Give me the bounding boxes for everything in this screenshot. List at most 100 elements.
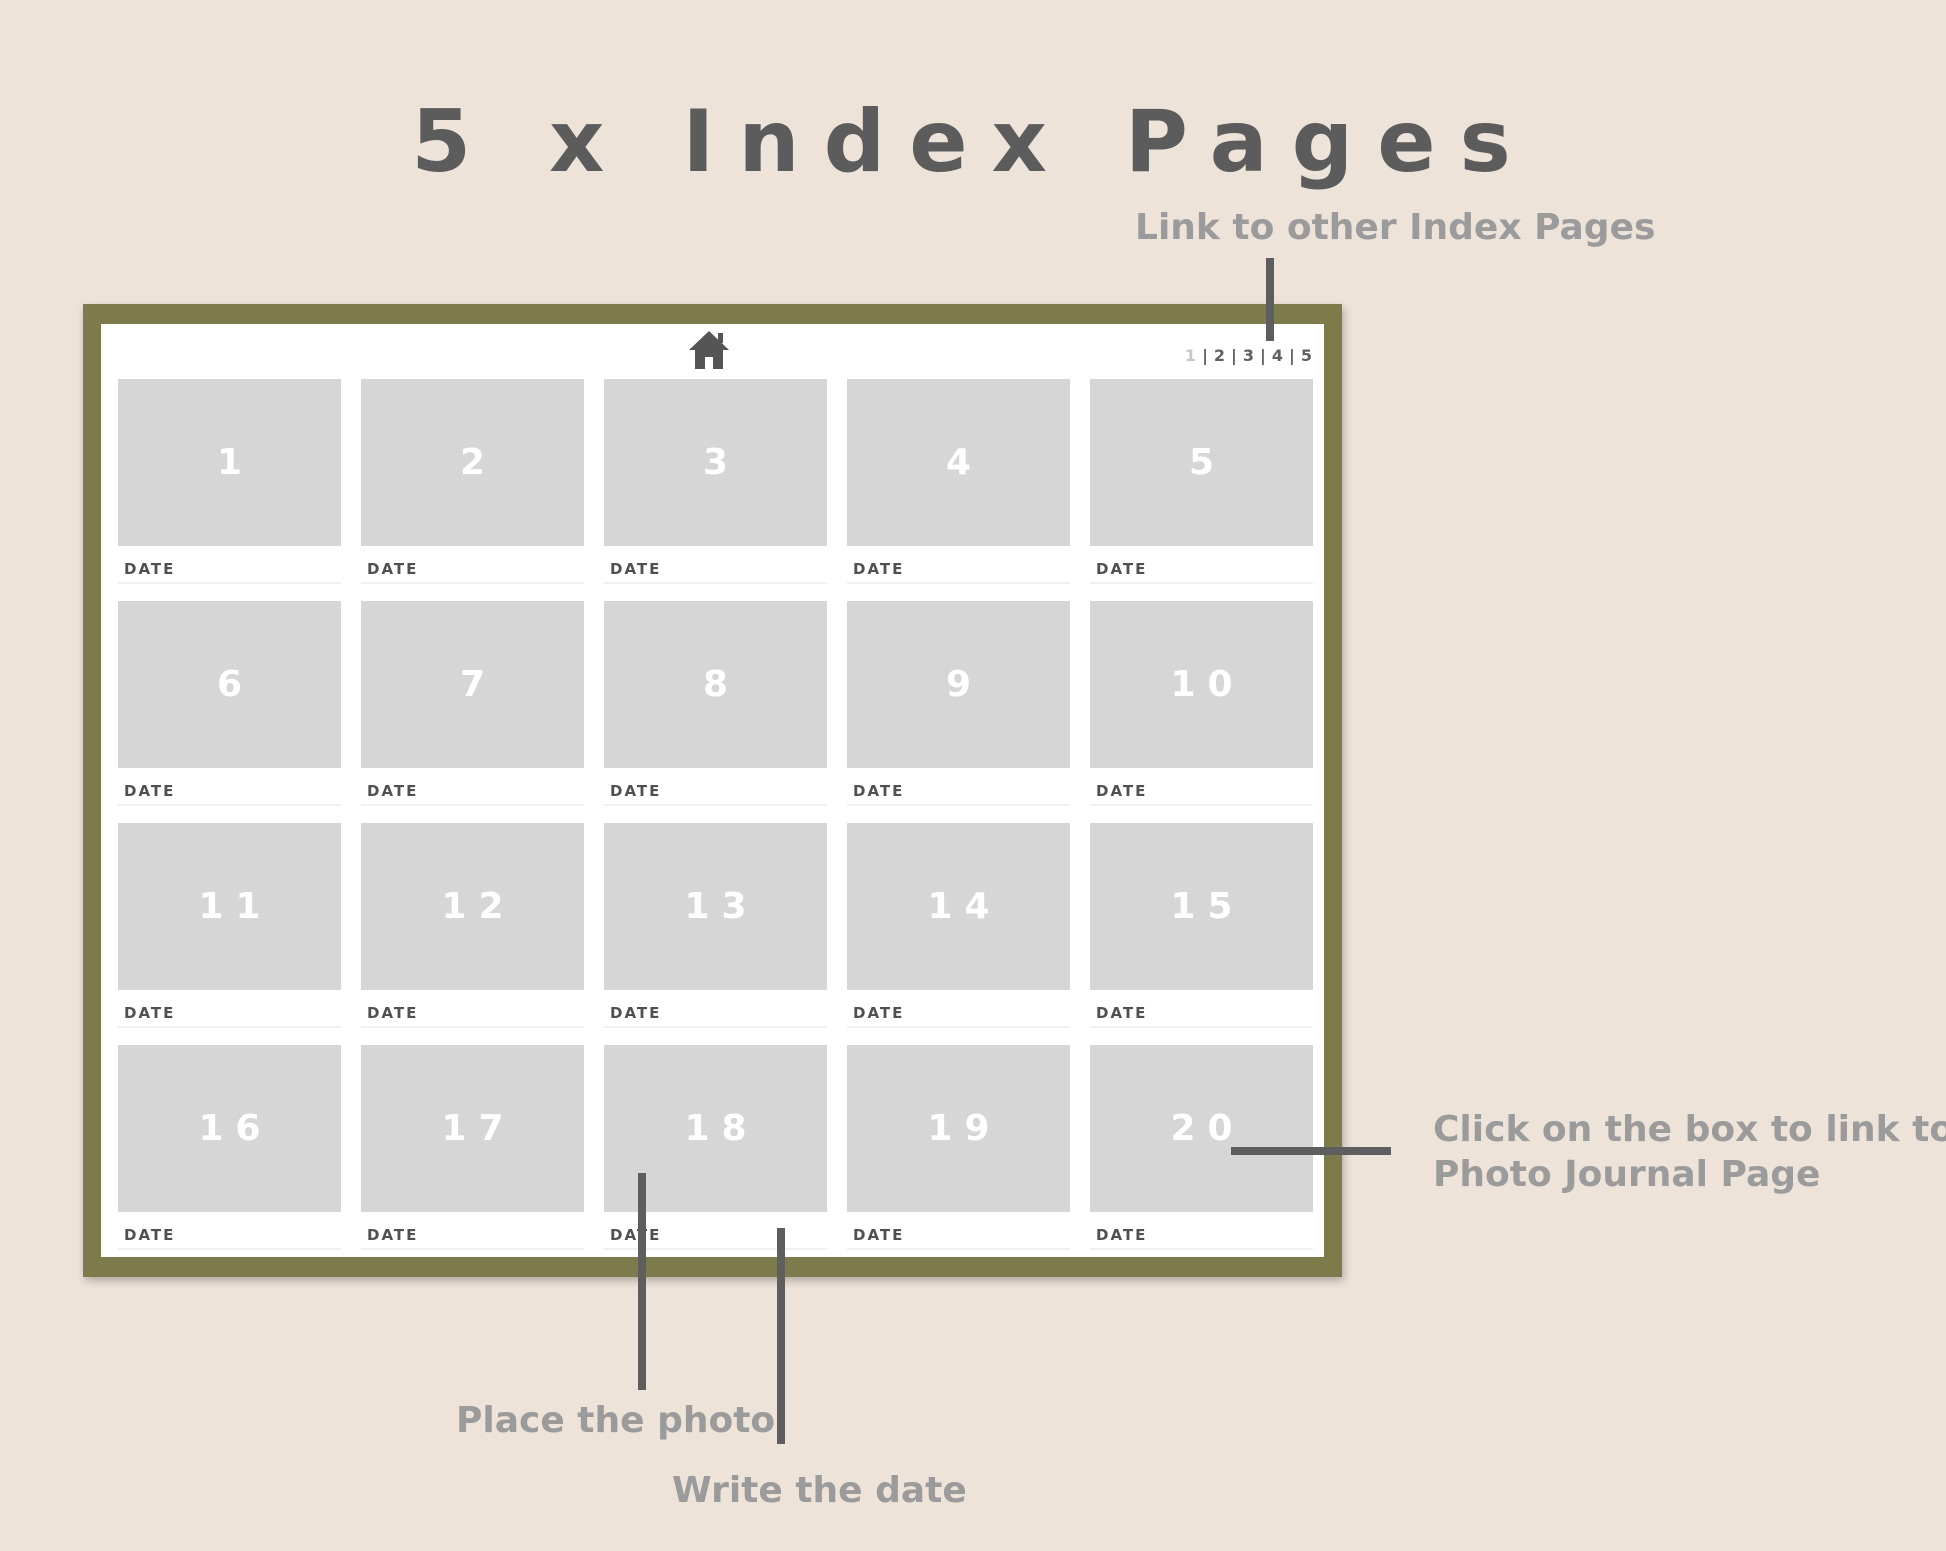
date-underline [847, 1248, 1070, 1250]
photo-box-17[interactable]: 17 [361, 1045, 584, 1212]
photo-number: 13 [684, 886, 759, 927]
date-label[interactable]: DATE [610, 560, 662, 578]
date-label[interactable]: DATE [124, 1004, 176, 1022]
callout-place-photo-line [638, 1173, 646, 1390]
photo-box-12[interactable]: 12 [361, 823, 584, 990]
date-label[interactable]: DATE [367, 1226, 419, 1244]
date-underline [604, 1026, 827, 1028]
callout-click-box-line2: Photo Journal Page [1433, 1154, 1821, 1195]
date-label[interactable]: DATE [853, 560, 905, 578]
date-label[interactable]: DATE [367, 560, 419, 578]
pager-separator: | [1202, 346, 1208, 365]
photo-box-14[interactable]: 14 [847, 823, 1070, 990]
home-icon[interactable] [687, 329, 731, 371]
photo-box-10[interactable]: 10 [1090, 601, 1313, 768]
index-page-link-4[interactable]: 4 [1271, 346, 1284, 365]
date-underline [847, 804, 1070, 806]
page-title: 5 x Index Pages [411, 92, 1535, 192]
photo-box-2[interactable]: 2 [361, 379, 584, 546]
date-underline [1090, 582, 1313, 584]
photo-number: 9 [945, 664, 984, 705]
callout-click-box-line1: Click on the box to link to [1433, 1109, 1946, 1150]
date-label[interactable]: DATE [610, 1226, 662, 1244]
date-underline [361, 1026, 584, 1028]
date-label[interactable]: DATE [367, 782, 419, 800]
date-underline [1090, 1248, 1313, 1250]
date-label[interactable]: DATE [1096, 782, 1148, 800]
photo-number: 17 [441, 1108, 516, 1149]
photo-number: 10 [1170, 664, 1245, 705]
photo-box-4[interactable]: 4 [847, 379, 1070, 546]
date-underline [118, 1248, 341, 1250]
index-page-link-1[interactable]: 1 [1184, 346, 1197, 365]
date-label[interactable]: DATE [1096, 1226, 1148, 1244]
photo-number: 11 [198, 886, 273, 927]
date-label[interactable]: DATE [853, 1226, 905, 1244]
photo-box-3[interactable]: 3 [604, 379, 827, 546]
date-underline [847, 582, 1070, 584]
index-page-links: 1|2|3|4|5 [1185, 346, 1312, 365]
date-underline [604, 804, 827, 806]
photo-number: 12 [441, 886, 516, 927]
callout-write-date-line [777, 1228, 785, 1444]
date-underline [604, 1248, 827, 1250]
index-page-link-5[interactable]: 5 [1300, 346, 1312, 365]
date-label[interactable]: DATE [367, 1004, 419, 1022]
date-underline [361, 1248, 584, 1250]
photo-box-19[interactable]: 19 [847, 1045, 1070, 1212]
pager-separator: | [1231, 346, 1237, 365]
pager-separator: | [1260, 346, 1266, 365]
photo-box-13[interactable]: 13 [604, 823, 827, 990]
date-underline [847, 1026, 1070, 1028]
date-label[interactable]: DATE [124, 782, 176, 800]
photo-number: 1 [216, 442, 255, 483]
photo-number: 15 [1170, 886, 1245, 927]
date-label[interactable]: DATE [853, 782, 905, 800]
photo-box-8[interactable]: 8 [604, 601, 827, 768]
index-page-link-3[interactable]: 3 [1242, 346, 1255, 365]
photo-box-9[interactable]: 9 [847, 601, 1070, 768]
photo-box-7[interactable]: 7 [361, 601, 584, 768]
date-label[interactable]: DATE [610, 1004, 662, 1022]
date-label[interactable]: DATE [1096, 1004, 1148, 1022]
date-underline [1090, 804, 1313, 806]
photo-number: 16 [198, 1108, 273, 1149]
date-label[interactable]: DATE [124, 560, 176, 578]
photo-number: 7 [459, 664, 498, 705]
date-label[interactable]: DATE [124, 1226, 176, 1244]
photo-box-11[interactable]: 11 [118, 823, 341, 990]
photo-box-20[interactable]: 20 [1090, 1045, 1313, 1212]
photo-number: 19 [927, 1108, 1002, 1149]
photo-box-6[interactable]: 6 [118, 601, 341, 768]
photo-number: 3 [702, 442, 741, 483]
date-underline [361, 582, 584, 584]
photo-box-1[interactable]: 1 [118, 379, 341, 546]
callout-link-pages: Link to other Index Pages [1135, 207, 1656, 248]
date-underline [118, 1026, 341, 1028]
date-label[interactable]: DATE [853, 1004, 905, 1022]
date-label[interactable]: DATE [610, 782, 662, 800]
photo-number: 6 [216, 664, 255, 705]
photo-box-16[interactable]: 16 [118, 1045, 341, 1212]
photo-number: 14 [927, 886, 1002, 927]
date-label[interactable]: DATE [1096, 560, 1148, 578]
photo-box-15[interactable]: 15 [1090, 823, 1313, 990]
photo-box-5[interactable]: 5 [1090, 379, 1313, 546]
photo-number: 2 [459, 442, 498, 483]
date-underline [361, 804, 584, 806]
index-page-link-2[interactable]: 2 [1213, 346, 1226, 365]
photo-number: 5 [1188, 442, 1227, 483]
